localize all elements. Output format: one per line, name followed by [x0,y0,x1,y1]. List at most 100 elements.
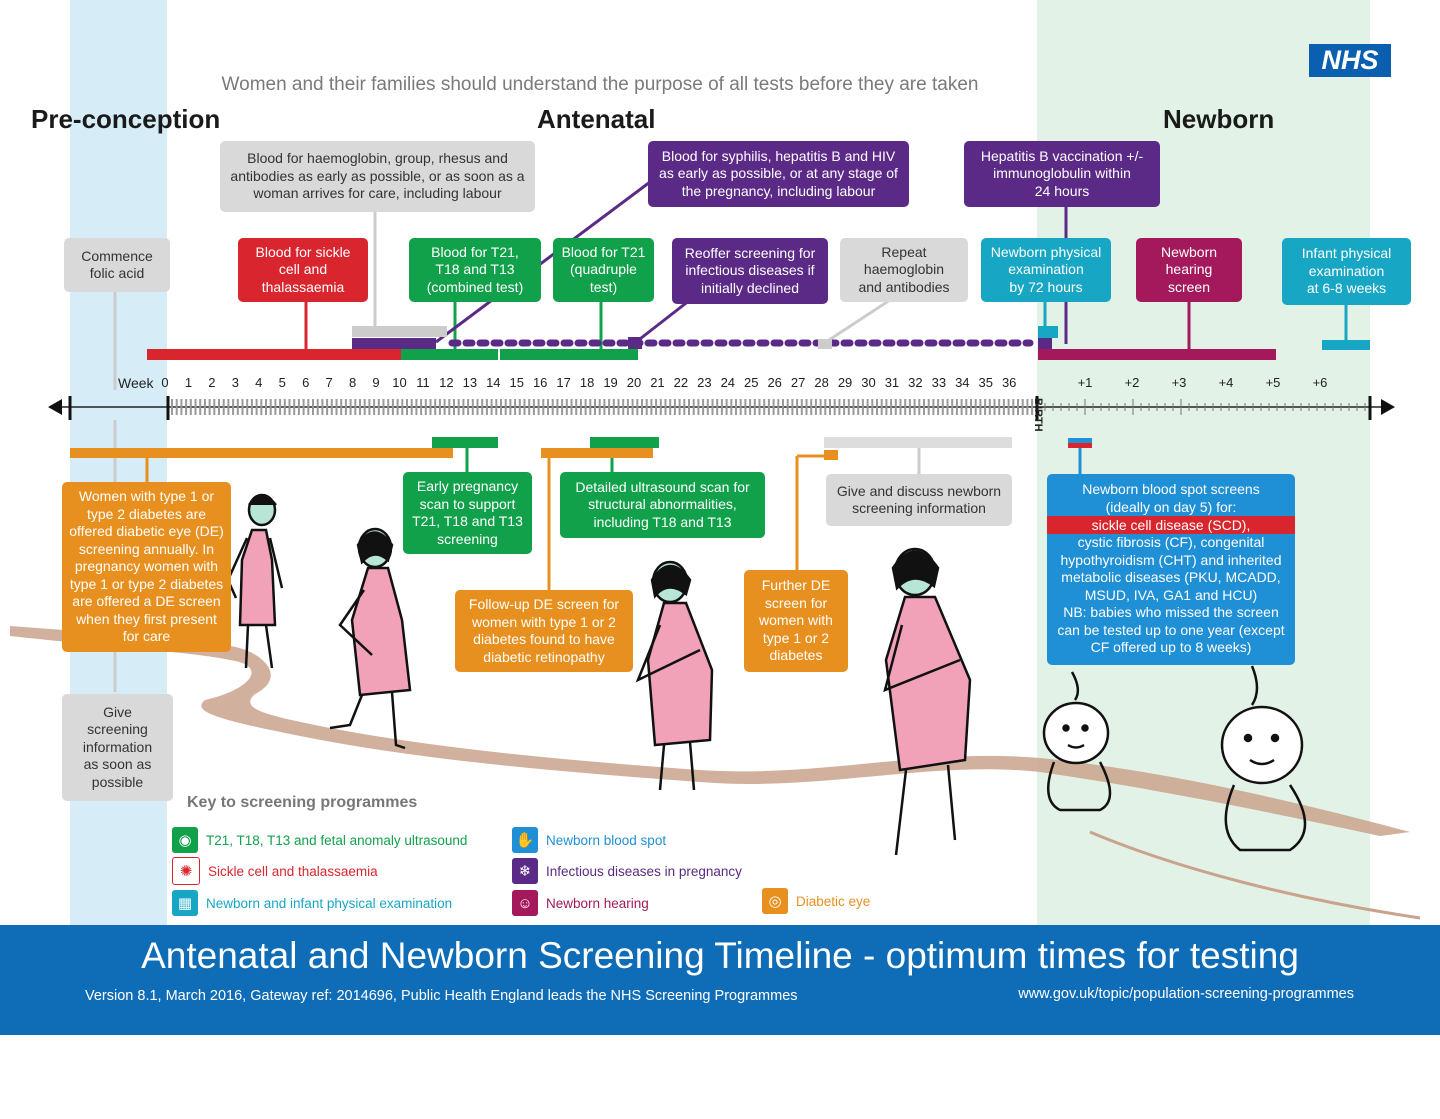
week-number: 12 [439,375,454,390]
woman-figure-1 [226,493,284,669]
week-number: 20 [626,375,642,390]
week-number: 19 [603,375,618,390]
woman-figure-4 [883,547,972,856]
week-number: 14 [486,375,501,390]
week-number: 21 [650,375,665,390]
key-item-diabetic-eye: ◎ Diabetic eye [762,887,870,915]
box-blood-haemoglobin: Blood for haemoglobin, group, rhesus and… [220,141,535,212]
week-number: 17 [556,375,571,390]
week-number: 11 [416,375,430,390]
week-number: 31 [884,375,900,390]
newborn-week-number: +5 [1265,375,1281,390]
week-number: 6 [302,375,310,390]
birth-label: BIRTH [1032,398,1044,432]
week-number: 3 [231,375,239,390]
eye-icon: ◎ [762,888,788,914]
week-number: 16 [532,375,548,390]
infectious-disease-icon: ❄ [512,858,538,884]
section-antenatal: Antenatal [537,104,656,134]
timeline-graphics [10,180,1421,920]
newborn-week-number: +4 [1218,375,1234,390]
bloodspot-scd-highlight: sickle cell disease (SCD), [1047,516,1295,534]
week-number: 28 [814,375,829,390]
key-label-ultrasound: T21, T18, T13 and fetal anomaly ultrasou… [206,832,468,848]
key-label-diabetic-eye: Diabetic eye [796,893,871,909]
week-number: 4 [255,375,263,390]
week-number: 30 [861,375,876,390]
week-number: 26 [767,375,782,390]
baby-figure-2 [1220,665,1307,852]
key-label-blood-spot: Newborn blood spot [546,832,667,848]
week-number: 24 [720,375,736,390]
footer-version: Version 8.1, March 2016, Gateway ref: 20… [85,988,798,1004]
week-number: 36 [1001,375,1017,390]
footer-url[interactable]: www.gov.uk/topic/population-screening-pr… [1018,986,1354,1002]
week-number: 5 [278,375,286,390]
key-item-infectious-disease: ❄ Infectious diseases in pregnancy [512,857,742,885]
box-blood-t21-combined: Blood for T21,T18 and T13(combined test) [409,238,541,302]
key-label-infectious-disease: Infectious diseases in pregnancy [546,863,742,879]
woman-figure-2 [329,527,412,750]
week-number: 7 [325,375,333,390]
box-newborn-blood-spot: Newborn blood spot screens(ideally on da… [1047,474,1295,665]
timeline-axis [48,396,1395,420]
key-item-sickle-cell: ✺ Sickle cell and thalassaemia [172,857,378,885]
week-number: 29 [837,375,853,390]
footer-banner: Antenatal and Newborn Screening Timeline… [0,925,1440,1035]
section-newborn: Newborn [1163,104,1275,134]
week-number: 32 [908,375,923,390]
week-number: 13 [462,375,478,390]
week-number: 18 [579,375,595,390]
duration-bars-bottom [70,437,1092,460]
week-number: 33 [931,375,947,390]
newborn-week-number: +1 [1077,375,1093,390]
week-number: 22 [673,375,689,390]
week-number: 0 [161,375,169,390]
week-number: 34 [955,375,970,390]
nhs-logo: NHS [1309,44,1391,77]
physical-exam-icon: ▦ [172,890,198,916]
road-trail [1089,830,1421,920]
week-number: 8 [348,375,357,390]
duration-bars-top [147,326,1370,360]
key-label-hearing: Newborn hearing [546,895,649,911]
week-number: 9 [372,375,380,390]
week-number: 2 [208,375,216,390]
sickle-cell-icon: ✺ [172,857,200,885]
week-number: 23 [697,375,712,390]
key-label-sickle-cell: Sickle cell and thalassaemia [208,863,378,879]
key-label-physical-exam: Newborn and infant physical examination [206,895,453,911]
week-number: 35 [978,375,993,390]
key-item-physical-exam: ▦ Newborn and infant physical examinatio… [172,889,452,917]
box-hepatitis-b-vaccination: Hepatitis B vaccination +/-immunoglobuli… [964,141,1160,207]
week-number: 1 [184,375,193,390]
footer-title: Antenatal and Newborn Screening Timeline… [141,935,1299,976]
baby-figure-1 [1042,671,1112,812]
newborn-week-number: +6 [1312,375,1328,390]
key-item-ultrasound: ◉ T21, T18, T13 and fetal anomaly ultras… [172,826,467,854]
hearing-icon: ☺ [512,890,538,916]
week-number: 27 [790,375,806,390]
week-number: 25 [744,375,759,390]
section-pre-conception: Pre-conception [31,104,221,134]
blood-spot-icon: ✋ [512,827,538,853]
newborn-week-number: +2 [1124,375,1140,390]
week-number: 10 [392,375,407,390]
week-number: 15 [509,375,524,390]
key-item-blood-spot: ✋ Newborn blood spot [512,826,666,854]
key-item-hearing: ☺ Newborn hearing [512,889,649,917]
